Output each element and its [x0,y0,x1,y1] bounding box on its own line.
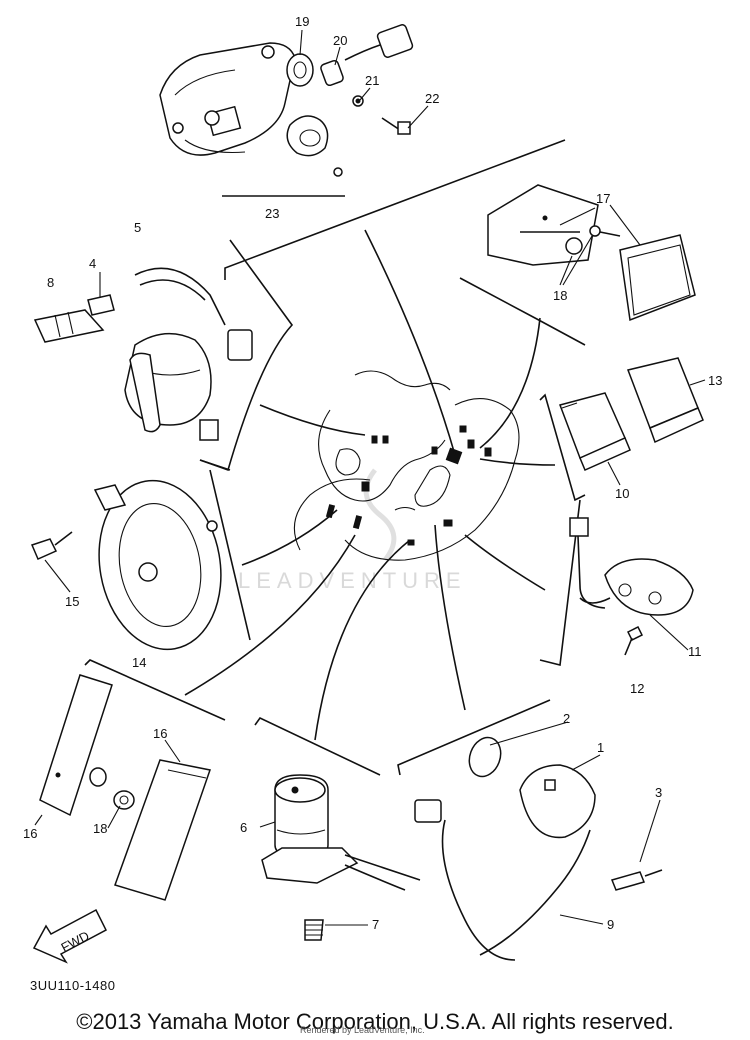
callout-19: 19 [295,14,309,29]
callout-11: 11 [688,644,702,659]
part-neutral-switch [569,517,694,656]
callout-7: 7 [372,917,379,932]
callout-18-left: 18 [93,821,107,836]
part-horn [30,479,222,651]
callout-10: 10 [615,486,629,501]
callout-17: 17 [596,191,610,206]
callout-16-right: 16 [153,726,167,741]
callout-20: 20 [333,33,347,48]
copyright-notice: ©2013 Yamaha Motor Corporation, U.S.A. A… [76,1009,674,1034]
callout-13: 13 [708,373,722,388]
callout-9: 9 [607,917,614,932]
callout-18-top: 18 [553,288,567,303]
callout-4: 4 [89,256,96,271]
callout-6: 6 [240,820,247,835]
part-relays [559,357,704,471]
part-pickup-coil [33,267,253,441]
leader-lines [184,229,556,741]
callout-16-left: 16 [23,826,37,841]
callout-3: 3 [655,785,662,800]
part-starter-relay [261,774,421,941]
group-brackets [84,139,586,776]
rendered-by-notice: Rendered by LeadVenture, Inc. [300,1025,425,1035]
callout-21: 21 [365,73,379,88]
frame-outline [293,370,520,561]
part-tail-light [487,184,696,322]
callout-22: 22 [425,91,439,106]
watermark-logo [363,468,397,562]
callout-23: 23 [265,206,279,221]
diagram-code: 3UU110-1480 [30,978,116,993]
callout-12: 12 [630,681,644,696]
callout-8: 8 [47,275,54,290]
part-main-switch [159,24,414,177]
callout-14: 14 [132,655,146,670]
callout-5: 5 [134,220,141,235]
callout-leaders [34,29,706,926]
watermark-text: LEADVENTURE [238,568,467,593]
part-sensor [414,736,663,961]
callout-2: 2 [563,711,570,726]
fwd-arrow: FWD [32,908,107,964]
callout-1: 1 [597,740,604,755]
exploded-parts-diagram: LEADVENTURE [23,14,722,964]
part-reflectors [39,674,211,901]
callout-numbers: 19 20 21 22 23 17 18 5 4 8 13 10 11 12 1… [23,14,722,932]
callout-15: 15 [65,594,79,609]
